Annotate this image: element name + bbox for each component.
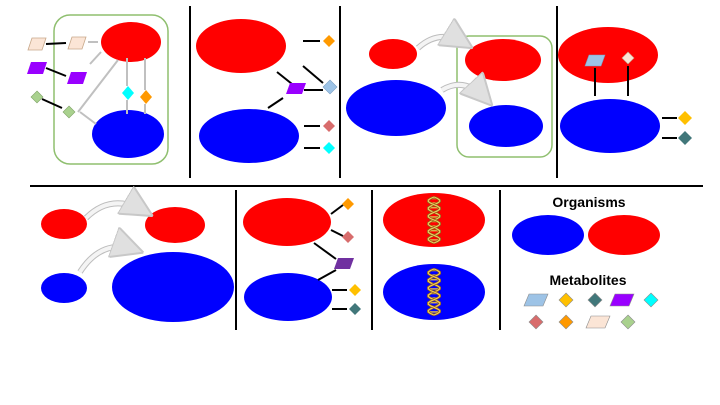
yellow-metabolite-icon	[349, 284, 361, 296]
light-blue-metabolite-icon	[322, 79, 338, 95]
teal-metabolite-icon	[678, 131, 692, 145]
panel-growth	[41, 203, 234, 322]
panel-colonization	[346, 35, 553, 158]
peach-metabolite-icon	[67, 36, 87, 50]
organism-red	[243, 198, 331, 246]
organism-blue	[92, 110, 164, 158]
cyan-metabolite-icon	[323, 142, 335, 154]
organism-red	[196, 19, 286, 73]
teal-diamond-icon	[587, 292, 603, 308]
environment-box	[456, 35, 553, 158]
organism-blue	[41, 273, 87, 303]
metabolite-legend	[523, 292, 659, 330]
rose-metabolite-icon	[323, 120, 335, 132]
legend-organism-red	[588, 215, 660, 255]
organism-red	[465, 39, 541, 81]
organism-blue	[469, 105, 543, 147]
panel-metabolite-exchange	[27, 14, 169, 165]
legend-panel: Organisms Metabolites	[512, 194, 660, 330]
dna-icon	[427, 195, 441, 245]
light-blue-parallelogram-icon	[523, 293, 549, 307]
organism-red	[558, 27, 658, 83]
light-blue-metabolite-icon	[584, 54, 606, 67]
panel-genomes	[383, 193, 485, 320]
organism-red	[101, 22, 161, 62]
orange-metabolite-icon	[342, 198, 354, 210]
peach-parallelogram-icon	[585, 315, 611, 329]
legend-organism-blue	[512, 215, 584, 255]
environment-box	[53, 14, 169, 165]
purple-metabolite-icon	[334, 258, 354, 269]
organism-blue	[346, 80, 446, 136]
organism-blue	[560, 99, 660, 153]
teal-metabolite-icon	[349, 303, 361, 315]
orange-metabolite-icon	[323, 35, 335, 47]
legend-organisms-title: Organisms	[552, 194, 625, 210]
cyan-metabolite-icon	[122, 86, 134, 100]
orange-diamond-icon	[558, 314, 574, 330]
organism-blue	[199, 109, 299, 163]
organism-red	[145, 207, 205, 243]
yellow-diamond-icon	[558, 292, 574, 308]
peach-metabolite-icon	[27, 37, 47, 51]
organism-blue	[112, 252, 234, 322]
panel-conversion	[558, 27, 692, 153]
sage-diamond-icon	[620, 314, 636, 330]
rose-metabolite-icon	[342, 231, 354, 243]
panel-dividers	[30, 6, 703, 330]
sage-metabolite-icon	[62, 105, 76, 119]
legend-metabolites-title: Metabolites	[549, 272, 626, 288]
purple-metabolite-icon	[27, 62, 47, 74]
yellow-metabolite-icon	[678, 111, 692, 125]
organism-red	[369, 39, 417, 69]
sage-metabolite-icon	[30, 90, 44, 104]
peach-metabolite-icon	[621, 51, 635, 65]
organism-red	[41, 209, 87, 239]
organism-blue	[244, 273, 332, 321]
orange-metabolite-icon	[140, 90, 152, 104]
cyan-diamond-icon	[643, 292, 659, 308]
dna-icon	[427, 267, 441, 317]
rose-diamond-icon	[528, 314, 544, 330]
panel-exchange-network	[243, 198, 361, 321]
purple-parallelogram-icon	[609, 293, 635, 307]
purple-metabolite-icon	[286, 83, 306, 94]
panel-secretion-network	[196, 19, 338, 163]
purple-metabolite-icon	[67, 72, 87, 84]
